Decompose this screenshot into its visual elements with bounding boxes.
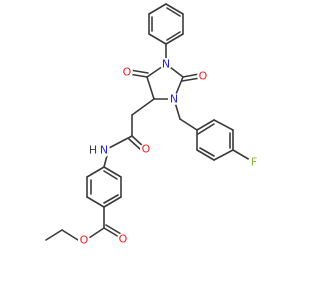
bond	[197, 123, 215, 135]
bond	[131, 98, 155, 116]
bond	[103, 170, 118, 180]
bond	[45, 229, 63, 241]
bond	[129, 69, 149, 74]
bond	[146, 76, 155, 100]
atom-label-oxygen: O	[119, 233, 128, 246]
bond	[213, 119, 234, 131]
bond	[86, 196, 105, 208]
bond	[196, 149, 215, 161]
atom-label-hydrogen: H	[89, 144, 97, 157]
bond	[196, 119, 215, 131]
atom-label-fluorine: F	[251, 156, 257, 169]
bond	[105, 224, 122, 235]
bond	[232, 149, 251, 161]
bond	[103, 196, 122, 208]
bond	[108, 135, 133, 149]
atom-label-nitrogen: N	[162, 58, 170, 71]
bond	[179, 118, 198, 131]
bond	[128, 138, 142, 151]
atom-label-oxygen: O	[80, 234, 89, 247]
bond	[148, 33, 167, 45]
bond	[148, 3, 167, 15]
bond	[88, 227, 105, 239]
bond	[103, 227, 120, 238]
bond-layer	[45, 3, 251, 241]
atom-label-oxygen: O	[142, 143, 151, 156]
bond	[166, 31, 181, 41]
molecule-structure-diagram: N N O O O H N O O F	[45, 3, 260, 247]
bond	[181, 77, 201, 82]
atom-label-layer: N N O O O H N O O F	[78, 58, 260, 247]
bond	[165, 3, 184, 15]
bond	[86, 166, 105, 178]
bond	[103, 194, 119, 204]
atom-label-oxygen: O	[123, 66, 132, 79]
bond	[213, 149, 234, 161]
bond	[166, 7, 181, 17]
bond	[61, 229, 79, 241]
bond	[165, 33, 184, 45]
bond	[199, 147, 215, 157]
atom-label-nitrogen: N	[170, 93, 178, 106]
atom-label-nitrogen: N	[100, 144, 108, 157]
bond	[182, 73, 200, 78]
bond	[103, 166, 122, 178]
atom-label-oxygen: O	[199, 70, 208, 83]
